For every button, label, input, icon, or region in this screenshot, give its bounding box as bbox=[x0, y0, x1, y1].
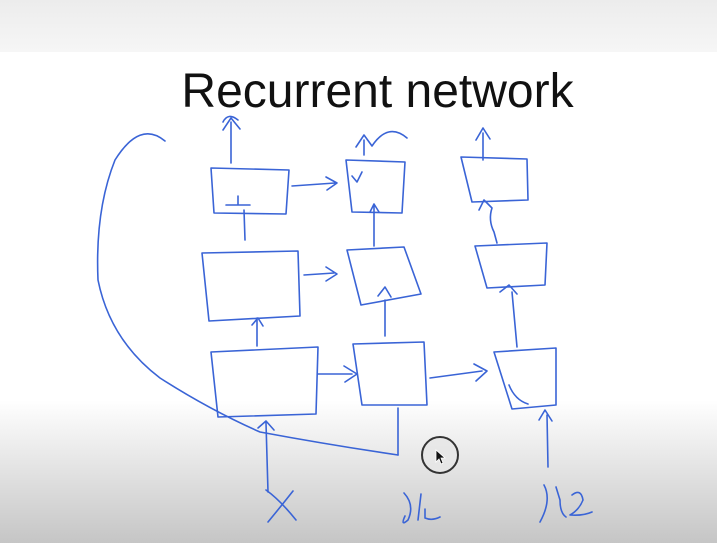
window-top-strip bbox=[0, 0, 717, 52]
c2-output-arrow bbox=[355, 130, 408, 156]
box-c2-r2 bbox=[346, 246, 422, 306]
video-bottom-shade bbox=[0, 400, 717, 543]
mouse-cursor bbox=[421, 436, 459, 474]
label-x bbox=[265, 489, 297, 523]
c3-output-arrow bbox=[475, 127, 491, 161]
c2-r1-to-r2 bbox=[369, 203, 380, 247]
label-x1 bbox=[402, 492, 441, 524]
h-arrow-r3b bbox=[429, 363, 488, 382]
h-arrow-r3a bbox=[317, 365, 358, 383]
box-c1-r3 bbox=[210, 346, 319, 418]
c1-r3-stem bbox=[257, 420, 275, 493]
h-arrow-r1 bbox=[291, 176, 338, 191]
box-c3-r1 bbox=[460, 156, 529, 203]
c3-r3-stem bbox=[538, 409, 553, 468]
label-x2 bbox=[539, 484, 593, 523]
c3-r2-stem bbox=[499, 284, 518, 348]
c3-r1-to-r2 bbox=[478, 199, 498, 244]
c2-r2-stem bbox=[377, 286, 392, 337]
h-arrow-r2 bbox=[303, 266, 338, 282]
box-c2-r1 bbox=[345, 159, 406, 214]
box-c1-r1 bbox=[210, 167, 290, 215]
box-c2-r3 bbox=[352, 341, 428, 406]
box-c3-r3 bbox=[493, 347, 557, 410]
c1-r1-stem bbox=[225, 195, 251, 241]
feedback-loop bbox=[96, 132, 399, 456]
c1-r2-stem bbox=[251, 317, 264, 347]
c1-output-arrow bbox=[222, 117, 241, 164]
box-c1-r2 bbox=[201, 250, 301, 322]
slide-title: Recurrent network bbox=[181, 65, 574, 118]
mouse-pointer-icon bbox=[435, 449, 447, 465]
box-c3-r2 bbox=[474, 242, 548, 289]
